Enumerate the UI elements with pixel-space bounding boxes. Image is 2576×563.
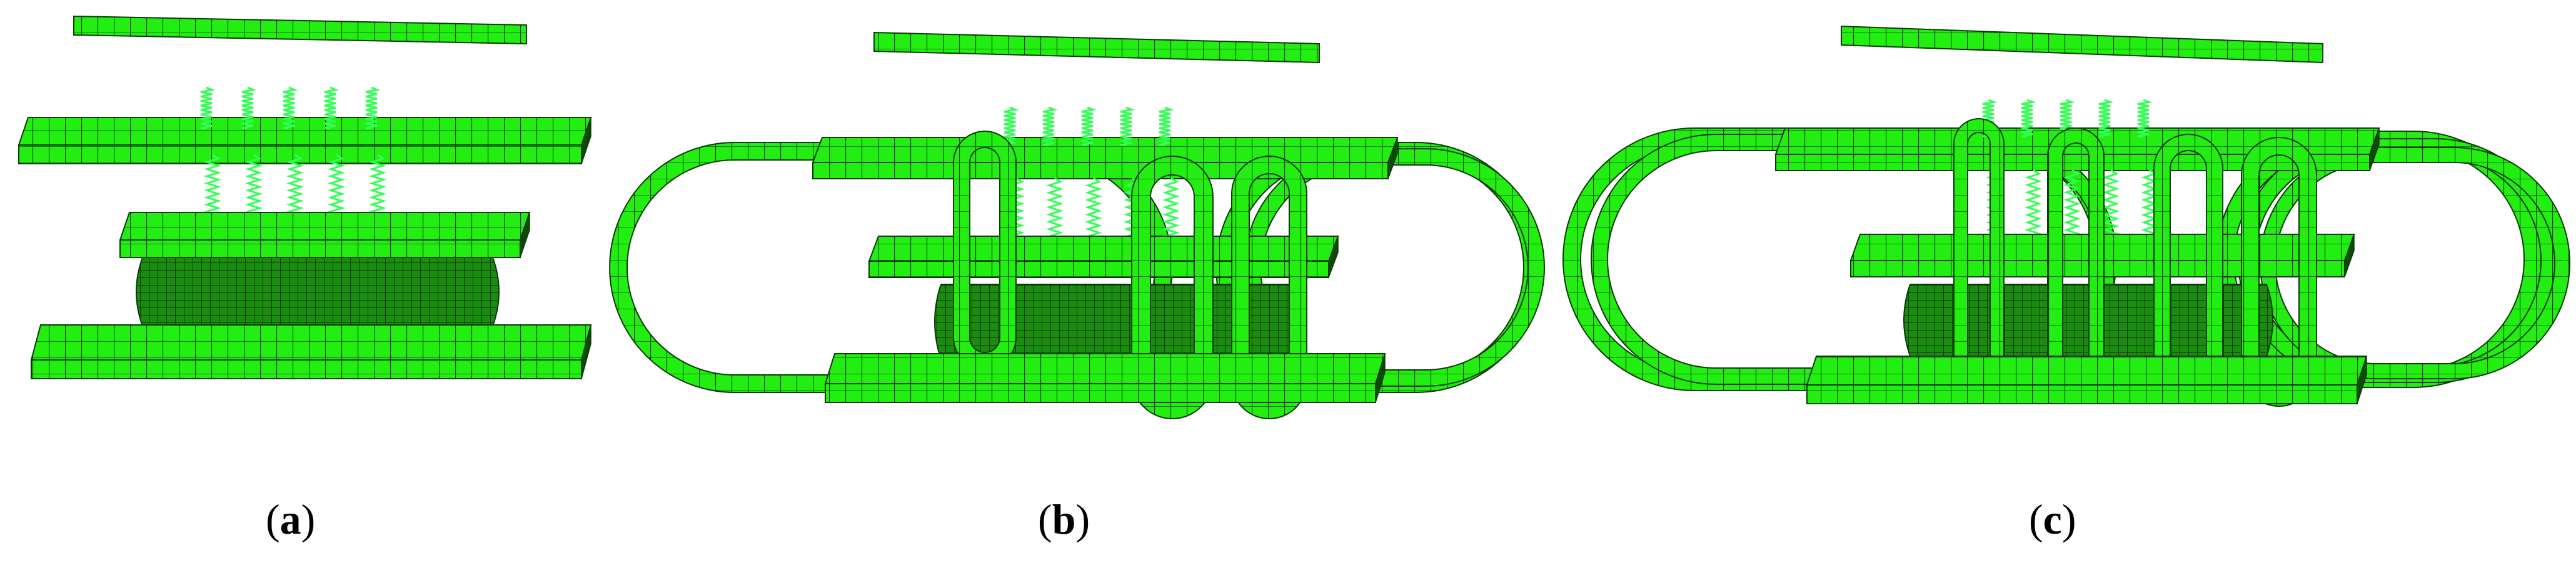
a-spring-upper-4 — [365, 86, 381, 129]
c-upper-plate-front — [1775, 154, 2370, 171]
a-spring-lower-2 — [286, 154, 304, 220]
b-right-loop-2-band — [1244, 148, 1545, 387]
a-spring-upper-0 — [200, 86, 216, 129]
b-middle-plate-front — [868, 261, 1329, 278]
b-base-plate — [824, 353, 1386, 403]
a-base-plate-side — [581, 324, 591, 379]
c-spring-upper-3 — [2098, 99, 2114, 137]
c-base-plate-top — [1806, 356, 2368, 386]
c-spring-upper-1 — [2021, 99, 2036, 137]
c-middle-plate-side — [2344, 234, 2355, 277]
c-top-loading-plate — [1841, 25, 2323, 64]
panel-a-model — [18, 15, 592, 379]
panel-b-model — [609, 31, 1545, 419]
a-spring-lower-0 — [204, 154, 221, 220]
c-upper-plate-side — [2369, 127, 2380, 171]
a-rubber-core-body — [136, 257, 500, 327]
b-base-plate-side — [1375, 353, 1386, 403]
a-spring-lower-1 — [245, 154, 263, 220]
c-base-plate — [1806, 356, 2368, 404]
c-base-plate-front — [1806, 384, 2358, 404]
b-middle-plate-side — [1328, 236, 1339, 278]
a-middle-plate-side — [520, 212, 530, 258]
a-base-plate-front — [31, 359, 582, 379]
b-spring-upper-4 — [1159, 106, 1174, 146]
panel-c-model — [1562, 25, 2570, 407]
c-spring-lower-2 — [2063, 169, 2081, 239]
b-base-plate-front — [825, 383, 1376, 403]
a-spring-lower-4 — [369, 154, 386, 220]
b-spring-upper-2 — [1081, 106, 1097, 146]
a-base-plate — [30, 324, 592, 379]
a-spring-upper-2 — [283, 86, 298, 129]
b-base-plate-top — [824, 353, 1386, 384]
a-middle-plate-top — [119, 212, 531, 241]
a-spring-upper-3 — [324, 86, 340, 129]
b-upper-plate-side — [1387, 137, 1398, 179]
a-upper-plate-top — [18, 117, 592, 146]
c-base-plate-side — [2357, 356, 2367, 404]
caption-a: (a) — [266, 496, 316, 543]
c-right-loop-3 — [2260, 147, 2570, 379]
b-spring-lower-1 — [1046, 177, 1064, 245]
a-middle-plate-front — [119, 239, 521, 258]
c-right-loop-3-band — [2260, 147, 2570, 379]
b-spring-lower-2 — [1085, 177, 1102, 245]
a-base-plate-top — [30, 324, 592, 361]
a-spring-upper-1 — [241, 86, 257, 129]
a-rubber-core — [136, 257, 500, 327]
c-spring-lower-1 — [2025, 169, 2042, 239]
a-spring-lower-3 — [328, 154, 345, 220]
a-top-loading-plate — [73, 15, 527, 45]
c-spring-upper-4 — [2137, 99, 2153, 137]
b-upper-plate — [812, 137, 1399, 179]
a-upper-plate-front — [18, 144, 582, 164]
a-upper-plate — [18, 117, 592, 164]
caption-c: (c) — [2029, 496, 2076, 543]
b-middle-plate — [868, 236, 1339, 278]
b-middle-plate-top — [868, 236, 1339, 262]
a-upper-plate-side — [581, 117, 591, 164]
b-spring-upper-1 — [1042, 106, 1058, 146]
b-upper-plate-top — [812, 137, 1399, 163]
caption-b: (b) — [1038, 496, 1090, 543]
c-spring-lower-3 — [2102, 169, 2120, 239]
a-middle-plate — [119, 212, 531, 258]
b-spring-upper-3 — [1120, 106, 1135, 146]
b-right-loop-2 — [1244, 148, 1545, 387]
b-top-loading-plate — [873, 31, 1320, 64]
